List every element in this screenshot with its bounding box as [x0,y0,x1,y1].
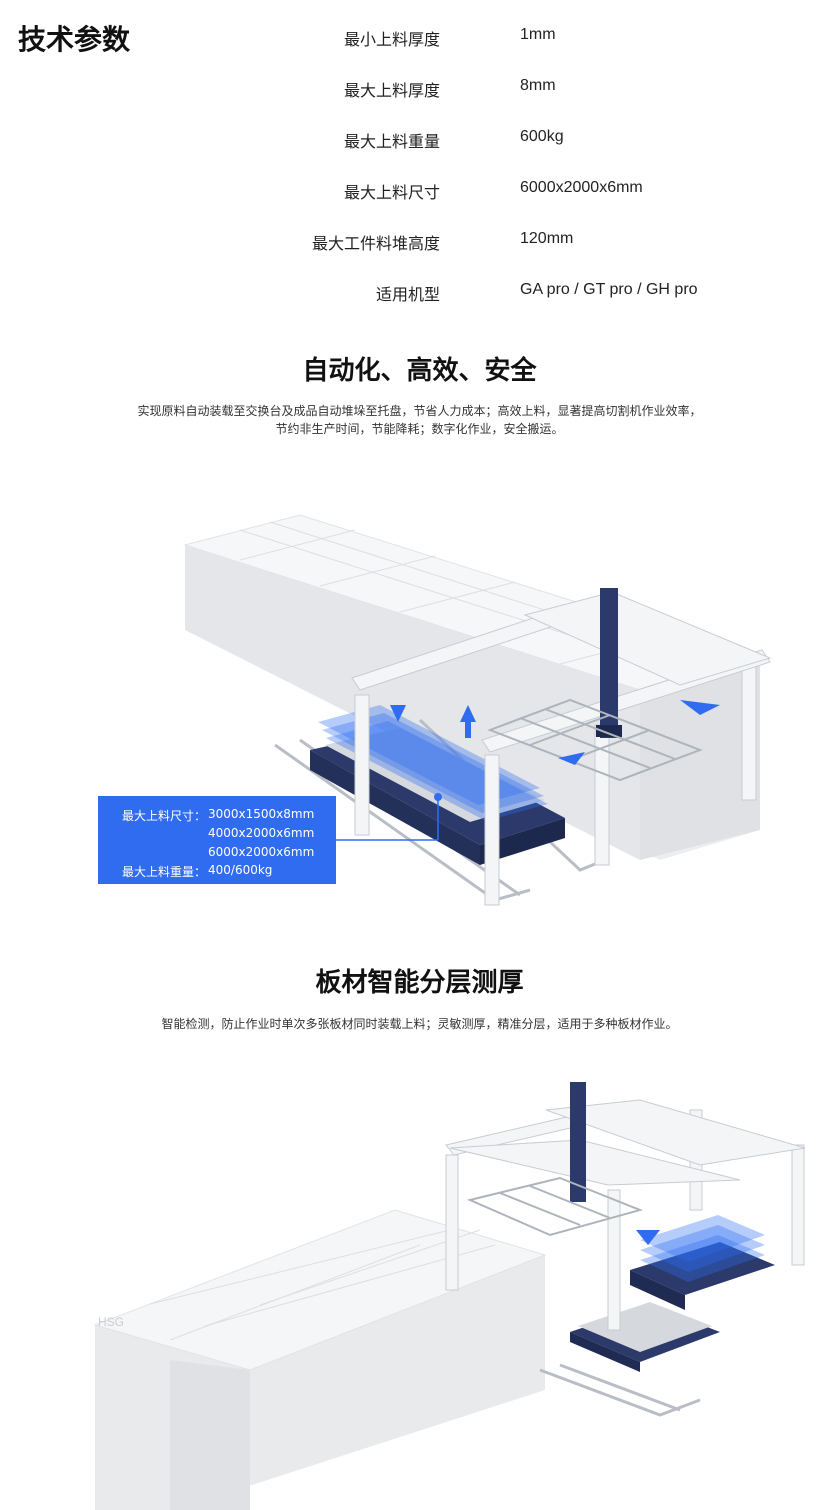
spec-label: 最大上料重量 [343,132,440,151]
machine-logo: HSG [98,1315,124,1329]
exchange-table [570,1302,720,1372]
spec-label: 最大上料尺寸 [343,183,440,202]
callout-size-value: 6000x2000x6mm [208,845,315,859]
spec-value: 600kg [520,128,564,145]
section1-desc-line2: 节约非生产时间，节能降耗；数字化作业，安全搬运。 [275,422,564,436]
spec-value: GA pro / GT pro / GH pro [520,281,698,298]
spec-value: 8mm [520,77,556,94]
section2-desc: 智能检测，防止作业时单次多张板材同时装载上料；灵敏测厚，精准分层，适用于多种板材… [161,1017,678,1031]
section1-title: 自动化、高效、安全 [302,356,537,386]
floor-rails [539,1363,701,1417]
specs-callout: 最大上料尺寸： 3000x1500x8mm 4000x2000x6mm 6000… [98,796,336,884]
callout-size-label: 最大上料尺寸： [122,809,207,823]
laser-machine-bed: HSG [93,1209,547,1510]
gantry-frame [445,1099,806,1331]
spec-row: 适用机型 GA pro / GT pro / GH pro [0,281,839,307]
callout-size-value: 4000x2000x6mm [208,826,315,840]
lifting-column [570,1082,586,1202]
spec-label: 适用机型 [375,285,440,304]
spec-label: 最大工件料堆高度 [311,234,440,253]
section2-title: 板材智能分层测厚 [315,968,524,998]
callout-size-value: 3000x1500x8mm [208,807,315,821]
thickness-detection-illustration: HSG [93,1082,806,1510]
spec-row: 最大工件料堆高度 120mm [0,230,839,256]
spec-row: 最小上料厚度 1mm [0,26,839,52]
arrow-icon [390,700,720,765]
spec-row: 最大上料尺寸 6000x2000x6mm [0,179,839,205]
specs-title: 技术参数 [18,23,131,56]
vacuum-suction-frame [466,1176,644,1237]
callout-weight-label: 最大上料重量： [122,865,207,879]
spec-value: 1mm [520,26,556,43]
spec-label: 最大上料厚度 [343,81,440,100]
loading-system-illustration [183,514,772,906]
section1-desc-line1: 实现原料自动装载至交换台及成品自动堆垛至托盘，节省人力成本；高效上料，显著提高切… [137,404,702,418]
spec-label: 最小上料厚度 [343,30,440,49]
spec-value: 120mm [520,230,574,247]
lifting-column [596,588,622,738]
pallet-table [630,1215,775,1310]
vacuum-suction-frame [487,698,703,782]
arrow-icon [636,1230,660,1245]
gantry-frame [351,591,772,906]
spec-row: 最大上料厚度 8mm [0,77,839,103]
spec-row: 最大上料重量 600kg [0,128,839,154]
exchange-table [310,728,565,865]
spec-value: 6000x2000x6mm [520,179,643,196]
callout-weight-value: 400/600kg [208,863,273,877]
callout-pointer [336,793,442,841]
